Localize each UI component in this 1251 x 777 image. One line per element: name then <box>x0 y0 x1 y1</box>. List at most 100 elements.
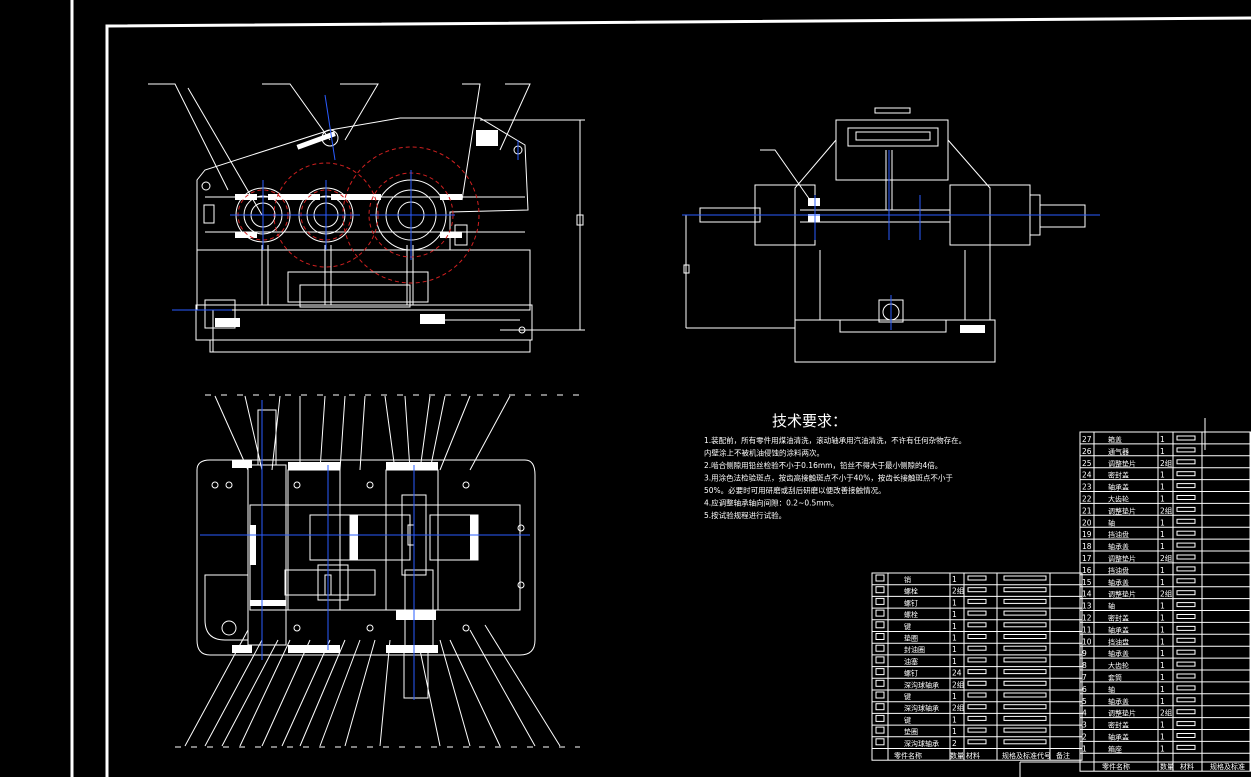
parts-right-name: 轴承盖 <box>1108 733 1129 742</box>
parts-right-no: 15 <box>1082 578 1092 587</box>
parts-right-name: 密封盖 <box>1108 721 1129 730</box>
parts-left-name: 螺钉 <box>904 669 918 678</box>
parts-right-qty: 1 <box>1160 614 1165 623</box>
tech-requirements-title: 技术要求： <box>772 412 847 430</box>
parts-left-qty: 1 <box>952 645 957 654</box>
side-view-center-lines <box>682 150 1100 330</box>
tech-requirement-line: 4.应调整轴承轴向间隙：0.2~0.5mm。 <box>704 498 838 508</box>
parts-right-no: 12 <box>1082 614 1092 623</box>
parts-right-footer: 规格及标准 <box>1210 762 1245 771</box>
parts-right-name: 轴 <box>1108 518 1115 527</box>
parts-right-name: 调整垫片 <box>1108 709 1136 718</box>
parts-left-name: 螺栓 <box>904 610 918 619</box>
parts-right-no: 11 <box>1082 625 1092 634</box>
parts-right-qty: 2组 <box>1160 553 1173 563</box>
parts-right-name: 挡油盘 <box>1108 530 1129 539</box>
parts-right-name: 轴承盖 <box>1108 649 1129 658</box>
parts-right-no: 25 <box>1082 459 1092 468</box>
parts-left-qty: 1 <box>952 610 957 619</box>
parts-left-name: 螺钉 <box>904 598 918 607</box>
parts-right-no: 14 <box>1082 590 1092 599</box>
parts-right-name: 密封盖 <box>1108 614 1129 623</box>
parts-left-name: 键 <box>904 622 911 631</box>
parts-right-name: 轴 <box>1108 685 1115 694</box>
parts-left-footer: 规格及标准代号 <box>1002 751 1051 760</box>
parts-left-qty: 2组 <box>952 586 965 596</box>
tech-requirement-line: 3.用涂色法检验斑点，按齿高接触斑点不小于40%，按齿长接触斑点不小于 <box>704 473 953 483</box>
parts-right-name: 轴承盖 <box>1108 578 1129 587</box>
parts-left-qty: 1 <box>952 727 957 736</box>
parts-left-footer: 数量 <box>950 751 964 760</box>
parts-right-no: 21 <box>1082 506 1092 515</box>
top-view-hatch <box>232 460 478 653</box>
parts-right-qty: 1 <box>1160 578 1165 587</box>
parts-left-name: 垫圈 <box>904 634 918 643</box>
parts-right-name: 轴承盖 <box>1108 542 1129 551</box>
parts-left-qty: 1 <box>952 634 957 643</box>
parts-right-no: 7 <box>1082 673 1087 682</box>
parts-right-no: 10 <box>1082 637 1092 646</box>
side-view-hatch <box>808 198 985 333</box>
parts-left-qty: 2 <box>952 739 957 748</box>
parts-right-name: 调整垫片 <box>1108 506 1136 515</box>
tech-requirement-line: 2.啮合侧隙用铅丝检验不小于0.16mm，铅丝不得大于最小侧隙的4倍。 <box>704 460 942 470</box>
front-view-hatch <box>215 130 498 327</box>
parts-right-qty: 1 <box>1160 721 1165 730</box>
parts-left-qty: 1 <box>952 715 957 724</box>
parts-left-qty: 1 <box>952 657 957 666</box>
parts-right-qty: 1 <box>1160 483 1165 492</box>
parts-right-qty: 1 <box>1160 542 1165 551</box>
tech-requirement-line: 1.装配前，所有零件用煤油清洗，滚动轴承用汽油清洗，不许有任何杂物存在。 <box>704 435 966 445</box>
drawing-frame <box>70 0 1251 777</box>
parts-right-no: 8 <box>1082 661 1087 670</box>
front-view <box>148 83 585 353</box>
parts-right-qty: 1 <box>1160 447 1165 456</box>
parts-right-name: 套筒 <box>1108 673 1122 682</box>
parts-right-no: 5 <box>1082 697 1087 706</box>
parts-right-qty: 1 <box>1160 495 1165 504</box>
parts-right-name: 大齿轮 <box>1108 495 1129 504</box>
parts-right-qty: 1 <box>1160 530 1165 539</box>
parts-right-qty: 1 <box>1160 518 1165 527</box>
parts-right-footer: 零件名称 <box>1102 762 1130 771</box>
parts-right-no: 1 <box>1082 744 1087 753</box>
parts-right-name: 轴承盖 <box>1108 625 1129 634</box>
parts-left-name: 油塞 <box>904 657 918 666</box>
parts-right-qty: 1 <box>1160 566 1165 575</box>
parts-right-qty: 1 <box>1160 602 1165 611</box>
parts-right-qty: 1 <box>1160 697 1165 706</box>
parts-right-name: 通气器 <box>1108 447 1129 456</box>
parts-right-no: 13 <box>1082 602 1092 611</box>
parts-right-qty: 1 <box>1160 661 1165 670</box>
parts-right-qty: 2组 <box>1160 589 1173 599</box>
parts-right-no: 16 <box>1082 566 1092 575</box>
parts-right-no: 22 <box>1082 495 1092 504</box>
parts-right-qty: 1 <box>1160 733 1165 742</box>
parts-left-qty: 1 <box>952 692 957 701</box>
parts-right-qty: 1 <box>1160 637 1165 646</box>
parts-right-footer: 数量 <box>1160 762 1174 771</box>
parts-right-name: 调整垫片 <box>1108 459 1136 468</box>
parts-right-name: 密封盖 <box>1108 471 1129 480</box>
parts-right-no: 23 <box>1082 483 1092 492</box>
parts-left-name: 深沟球轴承 <box>904 739 939 748</box>
parts-right-name: 挡油盘 <box>1108 566 1129 575</box>
parts-right-no: 20 <box>1082 518 1092 527</box>
parts-right-qty: 1 <box>1160 685 1165 694</box>
parts-right-qty: 2组 <box>1160 458 1173 468</box>
parts-right-qty: 1 <box>1160 471 1165 480</box>
parts-right-qty: 1 <box>1160 744 1165 753</box>
parts-right-no: 24 <box>1082 471 1092 480</box>
parts-left-footer: 零件名称 <box>894 751 922 760</box>
parts-left-name: 键 <box>904 692 911 701</box>
parts-right-name: 轴承盖 <box>1108 697 1129 706</box>
parts-right-qty: 2组 <box>1160 505 1173 515</box>
parts-right-qty: 1 <box>1160 673 1165 682</box>
parts-right-qty: 2组 <box>1160 708 1173 718</box>
parts-left-qty: 1 <box>952 575 957 584</box>
tech-requirement-line: 内壁涂上不被机油侵蚀的涂料两次。 <box>704 448 824 458</box>
parts-right-no: 3 <box>1082 721 1087 730</box>
parts-right-no: 26 <box>1082 447 1092 456</box>
tech-requirement-line: 5.按试验规程进行试验。 <box>704 510 786 520</box>
